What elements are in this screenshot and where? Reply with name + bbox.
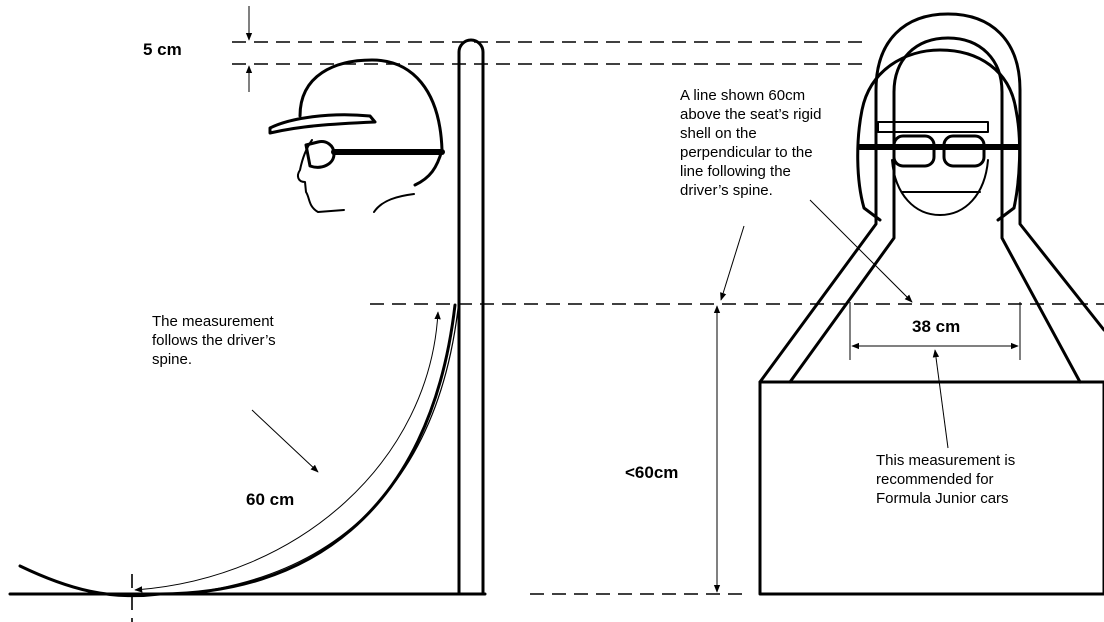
spine-note: The measurement follows the driver’s spi… [152,313,280,368]
spine-note-pointer [251,409,319,473]
recommend-note: This measurement is recommended for Form… [876,452,1019,507]
side-helmet-figure [268,58,445,213]
spine-length-label: 60 cm [246,490,294,509]
height-limit-label: <60cm [625,463,678,482]
recommend-note-pointer [932,349,949,449]
roll-hoop [758,12,1104,384]
line-note-pointer-left [720,225,745,301]
roll-hoop-inner [788,36,1082,384]
line-note: A line shown 60cm above the seat’s rigid… [680,87,826,199]
front-helmet-figure [856,48,1022,222]
top-gap-label: 5 cm [143,40,182,59]
shoulder-width-label: 38 cm [912,317,960,336]
roll-bar [457,38,485,596]
spine-measure-arrow [134,311,441,593]
line-note-pointer-right [809,199,913,303]
seat-box [758,380,1104,596]
